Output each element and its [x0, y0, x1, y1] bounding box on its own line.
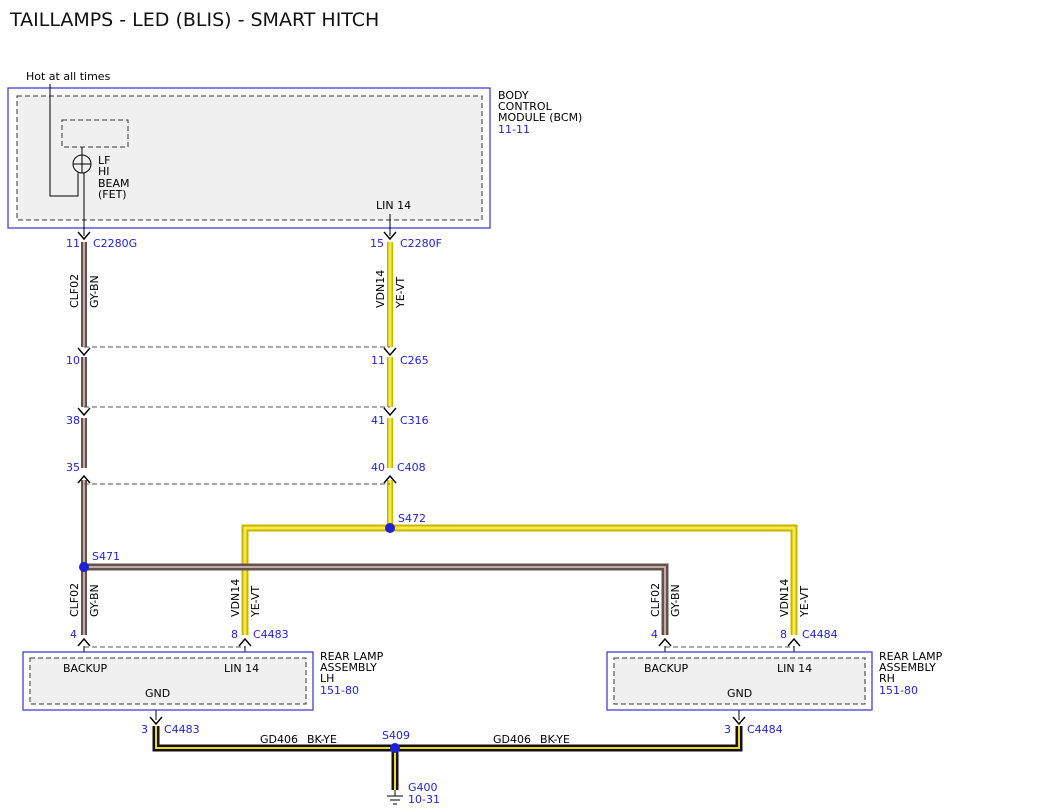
lh-lin-label: LIN 14: [224, 662, 259, 675]
lh-name-2: ASSEMBLY: [320, 661, 377, 674]
c2280f-name: C2280F: [400, 237, 442, 250]
c316-pin: 41: [371, 414, 385, 427]
rear-lamp-rh-module: [606, 651, 873, 711]
bcm-lin-pin-label: LIN 14: [376, 199, 411, 212]
c2280f-pin: 15: [370, 237, 384, 250]
c4483-name: C4483: [253, 628, 289, 641]
rh-name-2: ASSEMBLY: [879, 661, 936, 674]
lh-gnd-label: GND: [145, 687, 170, 700]
wire-vdn14-rh: VDN14: [778, 579, 791, 617]
c4484-name: C4484: [802, 628, 838, 641]
rh-gnd-label: GND: [727, 687, 752, 700]
lh-name-1: REAR LAMP: [320, 650, 384, 663]
lh-backup-label: BACKUP: [63, 662, 108, 675]
fet-label-2: HI: [98, 165, 110, 178]
s472-label: S472: [398, 512, 426, 525]
c316-left-pin: 38: [66, 414, 80, 427]
wire-ye-vt-top: YE-VT: [394, 276, 407, 309]
wire-vdn14-lh: VDN14: [229, 579, 242, 617]
g400-label: G400: [408, 781, 438, 794]
s409-label: S409: [382, 729, 410, 742]
lh-ref: 151-80: [320, 684, 359, 697]
c265-left-pin: 10: [66, 354, 80, 367]
splice-s471: [79, 562, 89, 572]
c265-pin: 11: [371, 354, 385, 367]
bcm-name-2: CONTROL: [498, 100, 553, 113]
ground-icon: [387, 790, 403, 805]
rh-name-3: RH: [879, 672, 895, 685]
rh-name-1: REAR LAMP: [879, 650, 943, 663]
c4484-gnd-pin: 3: [724, 723, 731, 736]
bcm-ref: 11-11: [498, 123, 530, 136]
c408-left-pin: 35: [66, 461, 80, 474]
hot-at-all-times-label: Hot at all times: [26, 70, 111, 83]
wire-gy-bn-top: GY-BN: [88, 275, 101, 308]
connector-arrows: [77, 231, 801, 726]
rh-ref: 151-80: [879, 684, 918, 697]
rear-lamp-lh-module: [22, 651, 314, 711]
wire-vdn14-top: VDN14: [374, 270, 387, 308]
wire-gy-bn-rh: GY-BN: [669, 584, 682, 617]
c316-name: C316: [400, 414, 429, 427]
fet-symbol: [72, 147, 92, 236]
fet-label-1: LF: [98, 154, 110, 167]
wire-ye-vt-branch: [241, 524, 798, 635]
c4483-gnd-pin: 3: [141, 723, 148, 736]
wire-ye-vt-lh: YE-VT: [249, 585, 262, 618]
page-title: TAILLAMPS - LED (BLIS) - SMART HITCH: [9, 9, 379, 31]
c4483-gnd-name: C4483: [164, 723, 200, 736]
wire-clf02-top: CLF02: [68, 274, 81, 308]
c4484-left-pin: 4: [651, 628, 658, 641]
bcm-name-3: MODULE (BCM): [498, 111, 582, 124]
c2280g-pin: 11: [66, 237, 80, 250]
c4484-gnd-name: C4484: [747, 723, 783, 736]
battery-feed-line: [49, 84, 79, 197]
c265-name: C265: [400, 354, 429, 367]
rh-lin-label: LIN 14: [777, 662, 812, 675]
bcm-module: [7, 87, 491, 229]
c4483-pin: 8: [231, 628, 238, 641]
c2280g-name: C2280G: [93, 237, 137, 250]
c408-pin: 40: [371, 461, 385, 474]
lh-name-3: LH: [320, 672, 334, 685]
g400-ref: 10-31: [408, 793, 440, 806]
c4483-left-pin: 4: [70, 628, 77, 641]
wire-bk-ye-right: BK-YE: [540, 733, 570, 746]
fet-label-4: (FET): [98, 188, 127, 201]
wire-gy-bn-lh: GY-BN: [88, 584, 101, 617]
rh-backup-label: BACKUP: [644, 662, 689, 675]
c4484-pin: 8: [780, 628, 787, 641]
wire-bk-ye-ground: [152, 726, 743, 790]
wire-gy-bn-branch: [84, 563, 669, 635]
wire-clf02-rh: CLF02: [649, 583, 662, 617]
wire-clf02-lh: CLF02: [68, 583, 81, 617]
splice-s472: [385, 523, 395, 533]
wire-gd406-left: GD406: [260, 733, 298, 746]
wire-bk-ye-left: BK-YE: [307, 733, 337, 746]
c408-name: C408: [397, 461, 426, 474]
fet-label-3: BEAM: [98, 177, 130, 190]
bcm-name-1: BODY: [498, 89, 529, 102]
s471-label: S471: [92, 550, 120, 563]
wire-gd406-right: GD406: [493, 733, 531, 746]
wire-ye-vt-rh: YE-VT: [798, 585, 811, 618]
splice-s409: [390, 743, 400, 753]
